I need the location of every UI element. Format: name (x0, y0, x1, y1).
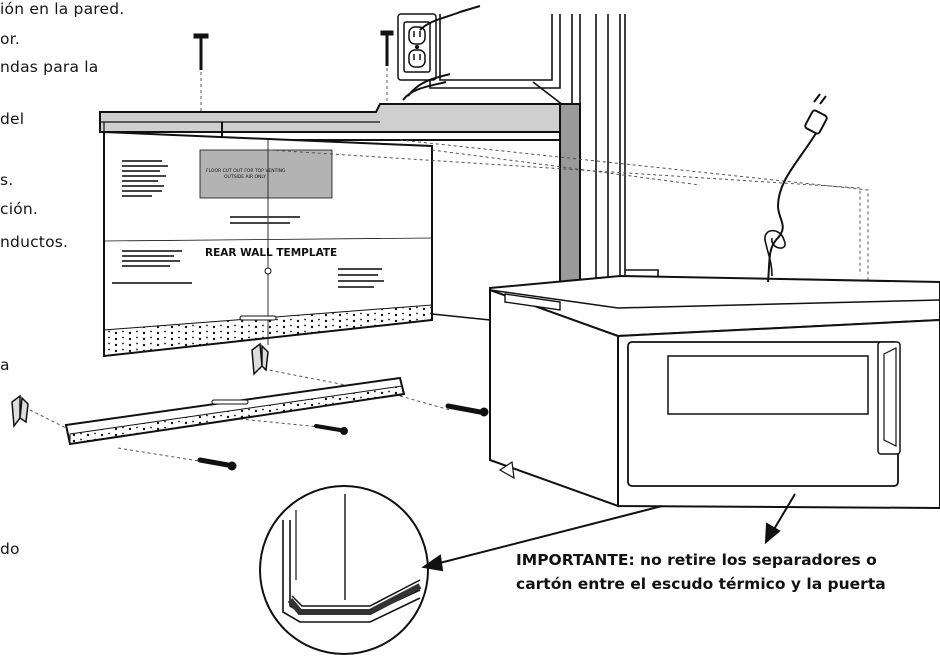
instruction-fragment-2: or. (0, 30, 20, 48)
instruction-fragment-4: del (0, 110, 25, 128)
important-note: IMPORTANTE: no retire los separadores o … (516, 548, 886, 596)
instruction-fragment-1: ión en la pared. (0, 0, 125, 18)
cutout-area (199, 149, 333, 199)
electrical-outlet-icon (397, 5, 481, 101)
screw-right-icon (380, 30, 394, 66)
cutout-label-2: OUTSIDE AIR ONLY (224, 174, 266, 180)
bolt-2-icon (314, 424, 348, 435)
instruction-fragment-7: nductos. (0, 233, 69, 251)
rear-wall-template (103, 130, 433, 358)
instruction-fragment-6: ción. (0, 200, 39, 218)
important-note-line-2: cartón entre el escudo térmico y la puer… (516, 575, 886, 593)
anchor-left-icon (11, 394, 29, 429)
screw-left-icon (193, 33, 209, 70)
detail-callout (259, 485, 429, 655)
anchor-right-icon (251, 342, 269, 376)
wall-cabinet-frame (429, 14, 659, 290)
microwave-oven (489, 274, 940, 510)
top-screws (193, 30, 394, 70)
instruction-fragment-8: a (0, 356, 10, 374)
bolt-3-icon (197, 457, 237, 471)
instruction-fragment-5: s. (0, 171, 14, 189)
power-cord (764, 93, 828, 283)
mounting-plate (64, 376, 406, 446)
instruction-fragment-3: ndas para la (0, 58, 99, 76)
cutout-label-1: FLOOR CUT OUT FOR TOP VENTING (206, 168, 286, 174)
instruction-fragment-9: do (0, 540, 20, 558)
template-title: REAR WALL TEMPLATE (205, 247, 337, 259)
bolt-1-icon (445, 403, 489, 417)
upper-cabinet-bottom (99, 103, 581, 285)
important-note-line-1: IMPORTANTE: no retire los separadores o (516, 551, 877, 569)
callout-arrows (421, 493, 796, 572)
